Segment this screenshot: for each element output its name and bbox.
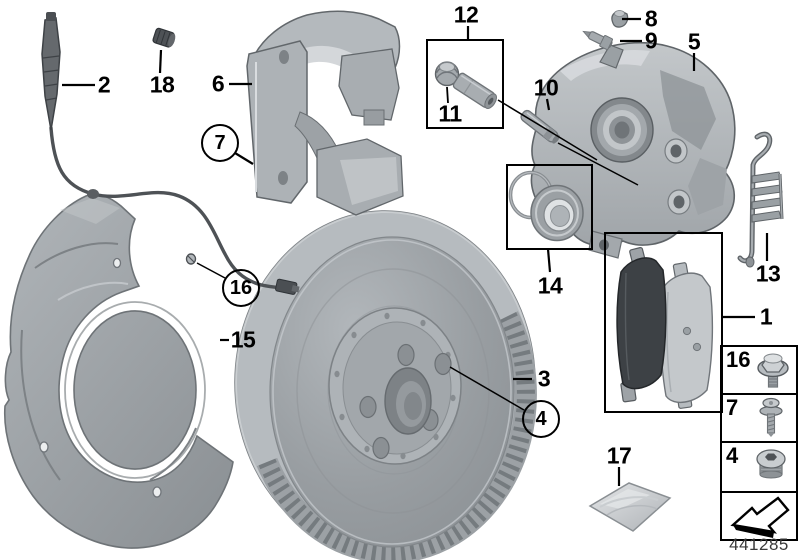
callout-16-label: 16 [229,276,253,299]
callout-9[interactable]: 9 [644,27,658,54]
guide-pin-drawing [520,109,560,144]
grease-packet-drawing [588,482,672,532]
legend-row-direction-arrow[interactable] [722,491,796,539]
callout-8[interactable]: 8 [644,5,658,32]
installation-direction-arrow-icon [730,496,790,538]
legend-plug-label: 4 [726,443,739,468]
callout-13[interactable]: 13 [755,260,781,287]
callout-18[interactable]: 18 [149,71,175,98]
guide-bushing-kit-box [426,39,504,129]
bleeder-cap-drawing [611,10,629,28]
brake-caliper-drawing [530,41,736,259]
callout-6[interactable]: 6 [211,70,225,97]
seal-kit-box [506,164,593,250]
caliper-carrier-drawing [246,10,404,216]
callout-4-label: 4 [535,407,547,430]
shield-screw-drawing [185,253,197,265]
callout-2[interactable]: 2 [97,71,111,98]
sensor-connector [275,278,300,295]
callout-16-circled[interactable]: 16 [222,269,260,307]
callout-10[interactable]: 10 [533,74,559,101]
callout-15[interactable]: 15 [230,326,256,353]
torx-screw-with-washer-icon [759,397,783,437]
callout-14[interactable]: 14 [537,272,563,299]
anti-rattle-spring-drawing [737,131,784,268]
bleeder-valve-drawing [582,30,613,51]
legend-row-hex-flange-bolt[interactable]: 16 [722,347,796,393]
fastener-legend: 16 7 4 [720,345,798,541]
legend-row-sealing-plug[interactable]: 4 [722,441,796,491]
callout-7-label: 7 [214,131,226,154]
legend-screw-label: 7 [726,395,739,420]
drawing-number: 441285 [729,535,789,554]
callout-12[interactable]: 12 [453,1,479,28]
callout-4-circled[interactable]: 4 [522,400,560,438]
callout-7-circled[interactable]: 7 [201,124,239,162]
callout-5[interactable]: 5 [687,28,701,55]
callout-11[interactable]: 11 [438,100,462,127]
brake-disc-drawing [234,210,537,560]
callout-1[interactable]: 1 [759,303,773,330]
legend-row-torx-screw[interactable]: 7 [722,393,796,441]
dust-shield-drawing [3,193,234,549]
cable-clip-drawing [152,27,176,48]
callout-3[interactable]: 3 [537,365,551,392]
sealing-plug-icon [756,449,786,479]
leader-lines [62,17,769,486]
legend-bolt-label: 16 [726,347,751,372]
hex-flange-bolt-icon [757,353,789,388]
brake-pads-box [604,232,723,413]
callout-17[interactable]: 17 [606,442,632,469]
